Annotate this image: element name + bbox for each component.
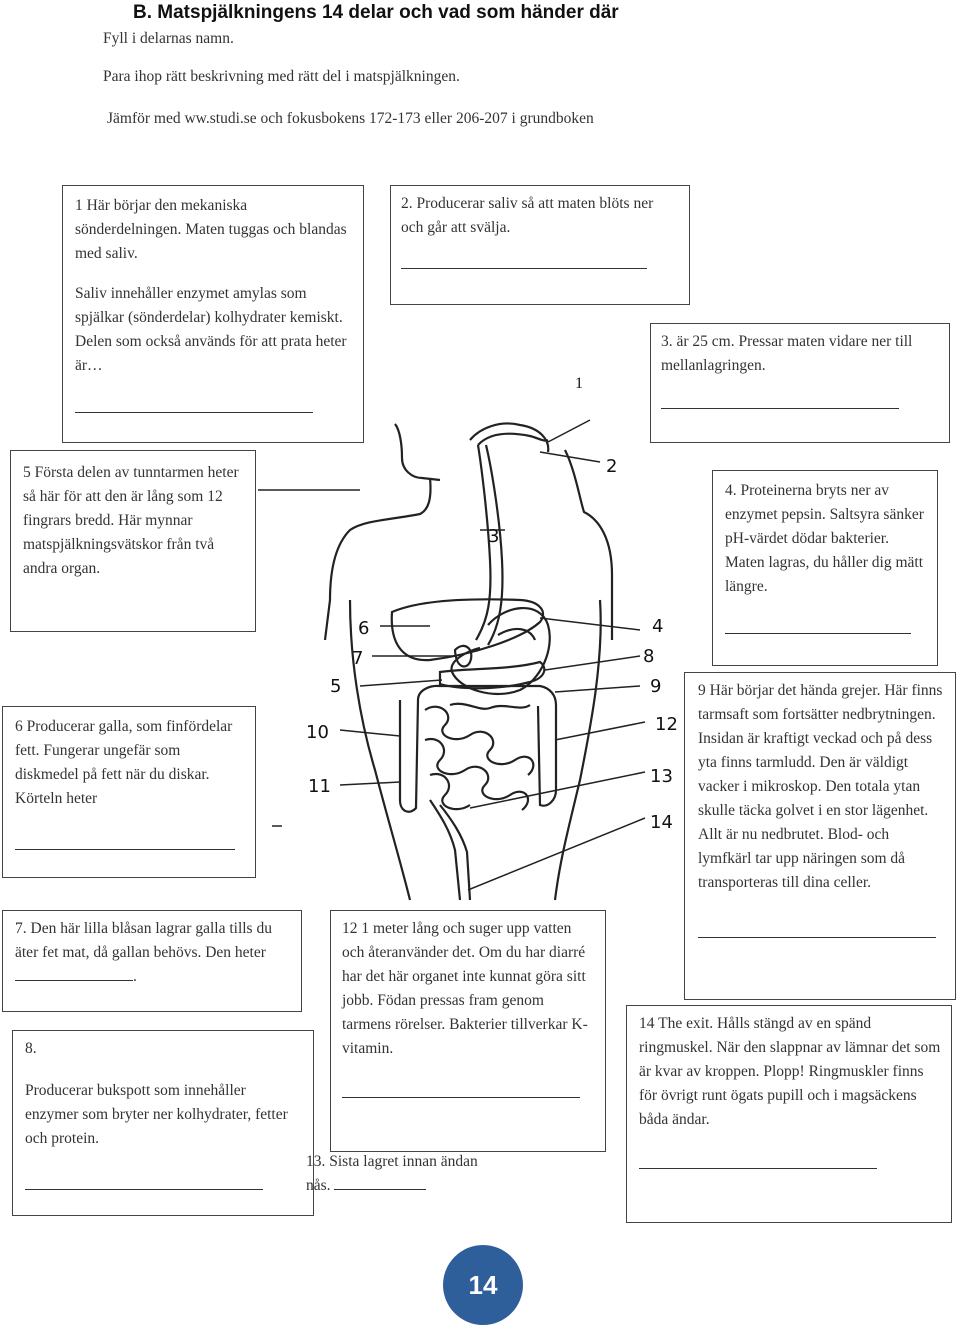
page-number: 14 <box>468 1269 498 1300</box>
answer-line-4[interactable] <box>725 633 911 634</box>
answer-line-7[interactable] <box>15 966 133 981</box>
diagram-label-8: 8 <box>643 646 654 667</box>
diagram-label-3: 3 <box>488 526 499 547</box>
diagram-label-13: 13 <box>650 766 673 787</box>
diagram-label-7: 7 <box>352 648 363 669</box>
box-13-text: 13. Sista lagret innan ändan nås. <box>306 1153 478 1194</box>
diagram-label-2: 2 <box>606 456 617 477</box>
box-7-text-body: 7. Den här lilla blåsan lagrar galla til… <box>15 920 272 961</box>
box-7-end: . <box>133 968 137 985</box>
box-8-number: 8. <box>25 1040 37 1057</box>
answer-line-1[interactable] <box>75 412 313 413</box>
box-12-text: 12 1 meter lång och suger upp vatten och… <box>342 920 588 1057</box>
description-box-7: 7. Den här lilla blåsan lagrar galla til… <box>2 910 302 1012</box>
diagram-label-10: 10 <box>306 722 329 743</box>
description-box-6: 6 Producerar galla, som finfördelar fett… <box>2 706 256 878</box>
description-box-2: 2. Producerar saliv så att maten blöts n… <box>390 185 690 305</box>
instruction-line-2: Para ihop rätt beskrivning med rätt del … <box>103 68 460 85</box>
box-14-text: 14 The exit. Hålls stängd av en spänd ri… <box>639 1015 941 1128</box>
box-2-text: 2. Producerar saliv så att maten blöts n… <box>401 195 654 236</box>
answer-line-9[interactable] <box>698 937 936 938</box>
box-8-text: Producerar bukspott som innehåller enzym… <box>25 1082 288 1147</box>
description-box-4: 4. Proteinerna bryts ner av enzymet peps… <box>712 470 938 666</box>
description-box-3: 3. är 25 cm. Pressar maten vidare ner ti… <box>650 323 950 443</box>
description-box-9: 9 Här börjar det hända grejer. Här finns… <box>684 672 956 1000</box>
answer-line-13[interactable] <box>334 1175 427 1190</box>
box-9-text: 9 Här börjar det hända grejer. Här finns… <box>698 682 943 891</box>
description-box-1: 1 Här börjar den mekaniska sönderdelning… <box>62 185 364 443</box>
box-3-text: 3. är 25 cm. Pressar maten vidare ner ti… <box>661 333 913 374</box>
answer-line-12[interactable] <box>342 1097 580 1098</box>
diagram-label-1: 1 <box>575 375 583 392</box>
box-4-text: 4. Proteinerna bryts ner av enzymet peps… <box>725 482 924 595</box>
diagram-label-12: 12 <box>655 714 678 735</box>
diagram-label-4: 4 <box>652 616 663 637</box>
description-box-14: 14 The exit. Hålls stängd av en spänd ri… <box>626 1005 952 1223</box>
diagram-label-11: 11 <box>308 776 331 797</box>
instruction-line-1: Fyll i delarnas namn. <box>103 30 234 47</box>
description-box-5: 5 Första delen av tunntarmen heter så hä… <box>10 450 256 632</box>
page-title: B. Matspjälkningens 14 delar och vad som… <box>133 2 619 23</box>
answer-line-6[interactable] <box>15 849 235 850</box>
box-7-text: 7. Den här lilla blåsan lagrar galla til… <box>15 917 291 989</box>
answer-line-3[interactable] <box>661 408 899 409</box>
box-6-text: 6 Producerar galla, som finfördelar fett… <box>15 718 233 807</box>
page-number-badge: 14 <box>443 1245 523 1325</box>
answer-line-2[interactable] <box>401 268 647 269</box>
description-13: 13. Sista lagret innan ändan nås. <box>306 1150 506 1198</box>
answer-line-14[interactable] <box>639 1168 877 1169</box>
box-1-text-1: 1 Här börjar den mekaniska sönderdelning… <box>75 197 347 262</box>
box-1-text-2: Saliv innehåller enzymet amylas som spjä… <box>75 285 347 374</box>
instruction-line-3: Jämför med ww.studi.se och fokusbokens 1… <box>107 110 594 127</box>
diagram-label-6: 6 <box>358 618 369 639</box>
description-box-12: 12 1 meter lång och suger upp vatten och… <box>330 910 606 1152</box>
box-5-text: 5 Första delen av tunntarmen heter så hä… <box>23 464 239 577</box>
description-box-8: 8. Producerar bukspott som innehåller en… <box>12 1030 314 1216</box>
answer-line-8[interactable] <box>25 1189 263 1190</box>
diagram-label-14: 14 <box>650 812 673 833</box>
diagram-label-5: 5 <box>330 676 341 697</box>
diagram-label-9: 9 <box>650 676 661 697</box>
